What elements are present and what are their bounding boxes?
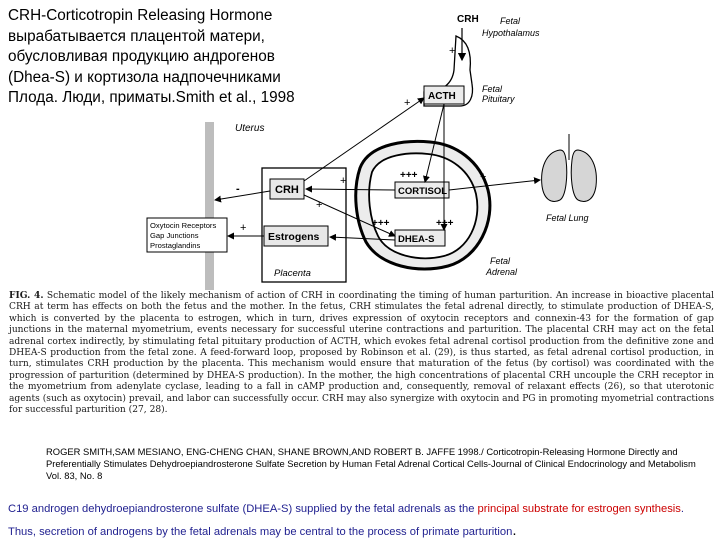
figure-caption-text: Schematic model of the likely mechanism …: [9, 291, 714, 416]
fetal-lung-right: [570, 149, 597, 202]
sign-plus-myometrium: +: [240, 222, 246, 234]
arrow-crh-to-acth: [303, 97, 425, 182]
arrow-crh-to-dhea-s: [303, 194, 396, 237]
uterus-wall: [205, 122, 214, 290]
title-line-5: Плода. Люди, приматы.Smith et al., 1998: [8, 89, 295, 107]
arrow-dhea-to-estrogens: [329, 233, 396, 241]
bottom-text-1: C19 androgen dehydroepiandrosterone sulf…: [8, 503, 478, 515]
fetal-pituitary-label-1: Fetal: [482, 84, 503, 94]
fetal-adrenal-label-1: Fetal: [490, 256, 511, 266]
cortisol-label: CORTISOL: [398, 186, 447, 197]
slide-title: CRH-Corticotropin Releasing Hormone выра…: [8, 6, 358, 109]
figure-number: FIG. 4.: [9, 290, 44, 301]
gap-junctions-label: Gap Junctions: [150, 231, 199, 240]
fetal-adrenal-label-2: Adrenal: [485, 267, 518, 277]
sign-minus-uterus: -: [236, 183, 240, 195]
uterus-label: Uterus: [235, 123, 264, 134]
bottom-summary: C19 androgen dehydroepiandrosterone sulf…: [8, 498, 714, 543]
title-line-1: CRH-Corticotropin Releasing Hormone: [8, 7, 273, 24]
crh-placenta-label: CRH: [275, 184, 299, 196]
dhea-s-box: [394, 229, 446, 247]
title-line-4: (Dhea-S) и кортизола надпочечниками: [8, 68, 281, 86]
crh-hypothalamus-label: CRH: [457, 14, 479, 25]
myometrium-box: [146, 217, 228, 253]
estrogens-label: Estrogens: [268, 231, 320, 243]
arrow-crh-to-uterus: [214, 190, 271, 203]
fetal-pituitary-label-2: Pituitary: [482, 94, 515, 104]
title-line-3: обусловливая продукцию андрогенов: [8, 48, 275, 66]
fetal-lung-left: [541, 149, 568, 202]
arrow-cortisol-to-crh: [305, 185, 396, 193]
sign-plus3-cortisol: +++: [400, 170, 418, 181]
arrow-cortisol-to-lung: [448, 177, 541, 191]
fetal-lung-label: Fetal Lung: [546, 213, 589, 223]
fetal-hypothalamus-label-1: Fetal: [500, 16, 521, 26]
sign-plus-dhea: +: [316, 199, 322, 211]
bottom-highlight: principal substrate for estrogen synthes…: [477, 503, 681, 515]
sign-plus3-dhea: +++: [372, 218, 390, 229]
crh-mechanism-diagram: Uterus Placenta CRH Estrogens Oxytocin R…: [146, 14, 597, 290]
arrow-acth-to-cortisol: [423, 103, 445, 183]
title-line-2: вырабатывается плацентой матери,: [8, 27, 265, 45]
sign-plus-lung: +: [480, 171, 486, 183]
sign-plus3-dhea-acth: +++: [436, 218, 454, 229]
fetal-hypothalamus-label-2: Hypothalamus: [482, 28, 540, 38]
crh-placenta-box: [269, 178, 305, 200]
figure-caption: FIG. 4. Schematic model of the likely me…: [9, 290, 714, 416]
oxytocin-receptors-label: Oxytocin Receptors: [150, 221, 216, 230]
sign-plus-crh: +: [340, 175, 346, 187]
sign-plus-hypothalamus: +: [449, 45, 455, 57]
prostaglandins-label: Prostaglandins: [150, 241, 200, 250]
acth-label: ACTH: [428, 91, 456, 102]
reference-citation: ROGER SMITH,SAM MESIANO, ENG-CHENG CHAN,…: [46, 446, 696, 481]
bottom-period: .: [512, 522, 517, 539]
bottom-text-2: . Thus, secretion of androgens by the fe…: [8, 503, 684, 538]
sign-plus-acth: +: [404, 97, 410, 109]
placenta-label: Placenta: [274, 268, 311, 279]
dhea-s-label: DHEA-S: [398, 234, 434, 245]
